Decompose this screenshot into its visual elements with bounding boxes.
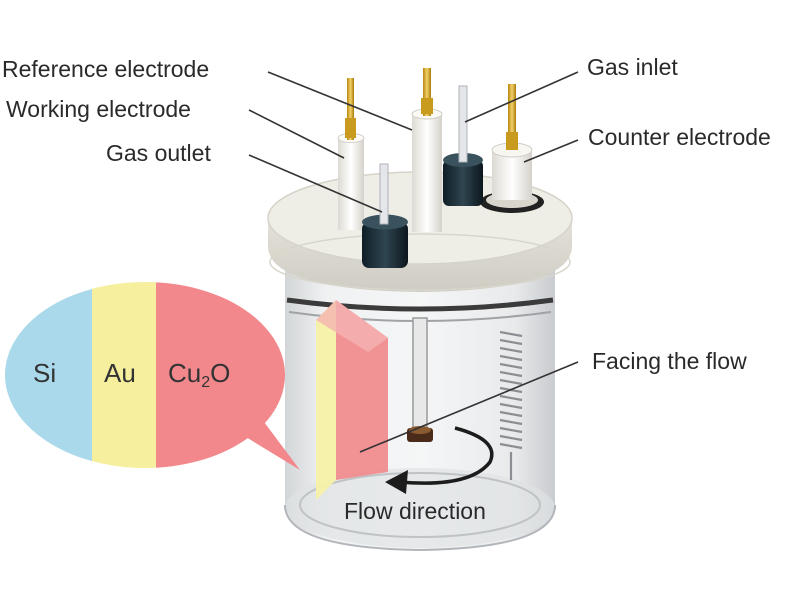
au-layer-label: Au [104,358,136,388]
cu2o-layer-label: Cu2O [168,358,231,391]
gas-inlet-label: Gas inlet [587,54,678,80]
counter-electrode-assembly [480,84,544,213]
working-electrode-label: Working electrode [6,96,191,122]
gas-inlet-assembly [443,85,483,206]
gas-outlet-label: Gas outlet [106,140,211,166]
working-electrode-assembly [337,78,365,230]
reference-electrode-assembly [411,68,443,232]
flow-direction-arrow [385,426,494,494]
flow-direction-label: Flow direction [344,498,486,524]
reference-electrode-rod [407,317,433,442]
leader-lines [248,71,579,453]
au-layer [92,282,156,468]
working-electrode-plate [316,300,388,500]
counter-electrode-spring [499,330,523,480]
reference-electrode-label: Reference electrode [2,56,210,82]
si-layer-label: Si [33,358,57,388]
gas-outlet-assembly [362,163,408,268]
counter-electrode-label: Counter electrode [588,126,771,149]
facing-the-flow-label: Facing the flow [592,348,747,374]
